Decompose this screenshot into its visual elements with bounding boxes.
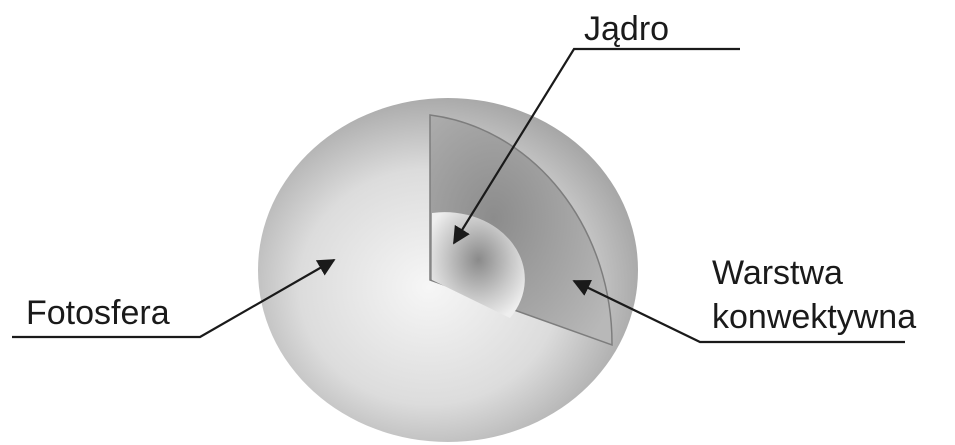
convective-label-line2: konwektywna	[712, 300, 916, 334]
photosphere-label: Fotosfera	[26, 296, 170, 330]
convective-label-line1: Warstwa	[712, 256, 843, 290]
core-label: Jądro	[584, 12, 669, 46]
